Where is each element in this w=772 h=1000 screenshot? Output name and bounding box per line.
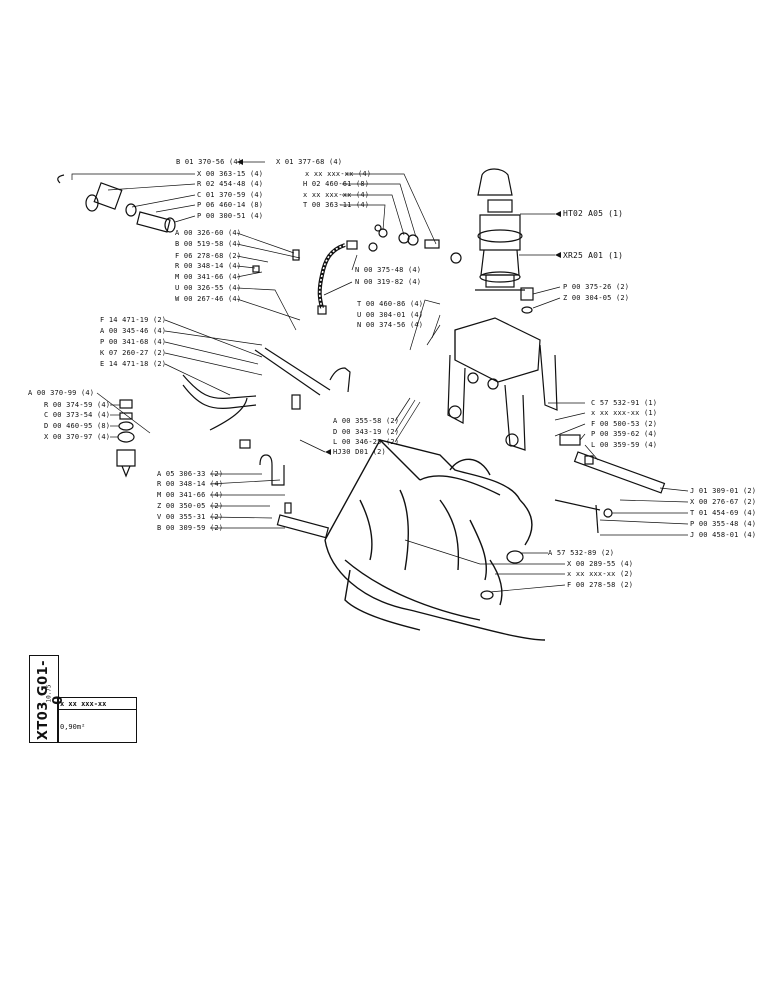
- t-block: [93, 182, 123, 210]
- o-ring: [125, 203, 137, 217]
- part-label: U 00 326-55 (4): [175, 284, 242, 292]
- part-label: R 00 348-14 (4): [157, 480, 224, 488]
- part-label: T 01 454-69 (4): [690, 509, 757, 517]
- part-label: Z 00 304-05 (2): [563, 294, 630, 302]
- part-label: K 07 260-27 (2): [100, 349, 167, 357]
- cylinder-pin: [573, 451, 666, 494]
- part-label: B 00 519-58 (4): [175, 240, 242, 248]
- part-label: P 06 460-14 (8): [197, 201, 264, 209]
- fitting-nipple: [85, 194, 99, 212]
- part-label: x xx xxx-xx (2): [567, 570, 634, 578]
- part-label: W 00 267-46 (4): [175, 295, 242, 303]
- part-label: J 00 458-01 (4): [690, 531, 757, 539]
- hydraulic-hose: [317, 240, 358, 315]
- part-label: x xx xxx-xx (4): [303, 191, 370, 199]
- part-label: F 14 471-19 (2): [100, 316, 167, 324]
- grapple-head-bracket: [447, 317, 558, 451]
- part-label: F 00 500-53 (2): [591, 420, 658, 428]
- title-block-info-table: x xx xxx-xx 0,90m²: [57, 697, 137, 743]
- part-label: T 00 363-11 (4): [303, 201, 370, 209]
- part-label: R 00 348-14 (4): [175, 262, 242, 270]
- part-label: M 00 341-66 (4): [157, 491, 224, 499]
- part-label: P 00 300-51 (4): [197, 212, 264, 220]
- part-label: X 00 289-55 (4): [567, 560, 634, 568]
- part-label: L 00 346-25 (2): [333, 438, 400, 446]
- part-label: B 01 370-56 (4): [176, 158, 243, 166]
- part-label: V 00 355-31 (2): [157, 513, 224, 521]
- part-label: N 00 375-48 (4): [355, 266, 422, 274]
- part-label: R 00 374-59 (4): [44, 401, 111, 409]
- part-label: P 00 341-68 (4): [100, 338, 167, 346]
- part-label: C 01 370-59 (4): [197, 191, 264, 199]
- part-label: P 00 359-62 (4): [591, 430, 658, 438]
- bucket-capacity: 0,90m²: [60, 723, 86, 731]
- part-label: X 00 370-97 (4): [44, 433, 111, 441]
- part-label: F 00 278-58 (2): [567, 581, 634, 589]
- cylinder-tube-assembly: [182, 347, 351, 486]
- part-label: A 57 532-89 (2): [548, 549, 615, 557]
- part-label: D 00 460-95 (8): [44, 422, 111, 430]
- grapple-tines: [324, 439, 546, 641]
- part-label: x xx xxx-xx (4): [305, 170, 372, 178]
- table-divider: [58, 709, 136, 710]
- part-label: N 00 374-56 (4): [357, 321, 424, 329]
- part-label: HT02 A05 (1): [563, 209, 624, 218]
- part-label: x xx xxx-xx (1): [591, 409, 658, 417]
- part-label: P 00 375-26 (2): [563, 283, 630, 291]
- part-label: B 00 309-59 (2): [157, 524, 224, 532]
- part-label: J 01 309-01 (2): [690, 487, 757, 495]
- part-label: T 00 460-86 (4): [357, 300, 424, 308]
- drawing-date: 10.75: [45, 684, 53, 703]
- fitting-group-top-left: [57, 174, 176, 233]
- part-label: A 00 326-60 (4): [175, 229, 242, 237]
- part-label: A 00 355-58 (2): [333, 417, 400, 425]
- part-label: H 02 460-61 (8): [303, 180, 370, 188]
- part-label: A 05 306-33 (2): [157, 470, 224, 478]
- rotator-unit: [475, 168, 525, 291]
- fitting-stack-left: [116, 399, 136, 478]
- part-label: E 14 471-18 (2): [100, 360, 167, 368]
- part-label: C 00 373-54 (4): [44, 411, 111, 419]
- part-label: XR25 A01 (1): [563, 251, 624, 260]
- title-block-code-box: XT03 G01-0: [29, 655, 66, 743]
- part-label: N 00 319-82 (4): [355, 278, 422, 286]
- part-label: P 00 355-48 (4): [690, 520, 757, 528]
- part-label: C 57 532-91 (1): [591, 399, 658, 407]
- part-label: HJ30 D01 (2): [333, 448, 386, 456]
- part-label: Z 00 350-05 (2): [157, 502, 224, 510]
- part-label: D 00 343-19 (2): [333, 428, 400, 436]
- part-label: U 00 304-01 (4): [357, 311, 424, 319]
- part-label: X 00 363-15 (4): [197, 170, 264, 178]
- part-label: M 00 341-66 (4): [175, 273, 242, 281]
- part-label: L 00 359-59 (4): [591, 441, 658, 449]
- part-label: R 02 454-48 (4): [197, 180, 264, 188]
- part-label: A 00 370-99 (4): [28, 389, 95, 397]
- snap-ring: [57, 174, 65, 184]
- adapter-body: [136, 211, 171, 233]
- part-label: F 06 278-68 (2): [175, 252, 242, 260]
- part-label: X 01 377-68 (4): [276, 158, 343, 166]
- pivot-pin: [276, 514, 330, 539]
- part-label: X 00 276-67 (2): [690, 498, 757, 506]
- part-label: A 00 345-46 (4): [100, 327, 167, 335]
- part-reference: x xx xxx-xx: [60, 700, 107, 708]
